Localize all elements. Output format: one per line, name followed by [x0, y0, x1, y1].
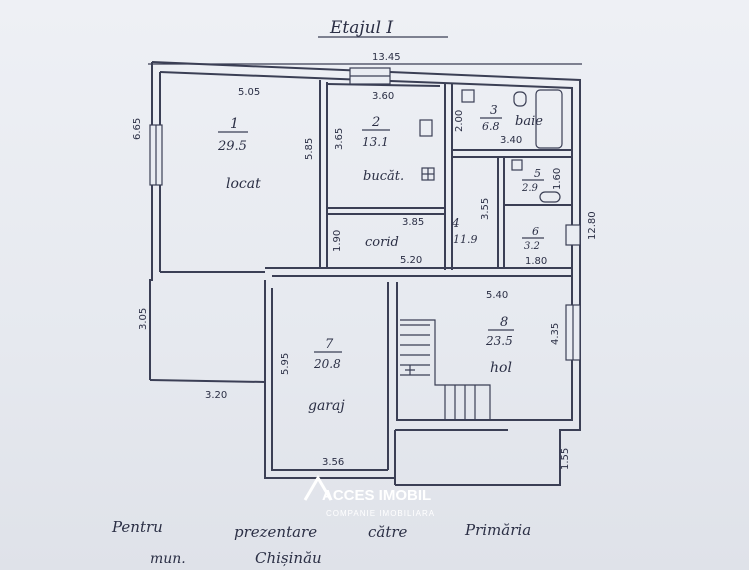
logo-mark-icon	[303, 475, 333, 501]
room-6-number: 6	[532, 225, 539, 238]
acces-imobil-logo: ACCES IMOBIL COMPANIE IMOBILIARA	[303, 475, 435, 518]
footer-word-3: către	[368, 523, 408, 541]
windows	[149, 67, 581, 361]
room-4-number: 4	[451, 216, 460, 230]
room-4-name: corid	[365, 235, 399, 250]
dim-hol-side: 4.35	[550, 323, 561, 345]
room-1-area: 29.5	[217, 139, 247, 154]
footer-word-6: Chișinău	[255, 549, 322, 567]
room-8-hall: 8 23.5 hol	[485, 315, 514, 376]
room-2-name: bucăt.	[363, 169, 404, 184]
dim-corridor-right: 3.55	[480, 198, 491, 220]
dim-overall-width: 13.45	[372, 52, 401, 63]
room-8-area: 23.5	[485, 334, 513, 348]
dim-overall-height: 12.80	[587, 211, 598, 240]
dim-hol-top: 5.40	[486, 290, 508, 301]
footer-word-5: mun.	[150, 551, 186, 567]
room-5-number: 5	[534, 167, 541, 180]
room-2-area: 13.1	[362, 135, 389, 149]
room-2-number: 2	[371, 115, 380, 130]
room-2-kitchen: 2 13.1 bucăt.	[362, 115, 435, 184]
room-1-name: locat	[226, 176, 261, 192]
dim-garaj-side: 5.95	[280, 353, 291, 375]
logo-tagline: COMPANIE IMOBILIARA	[326, 509, 435, 518]
dim-left-lower: 3.05	[138, 308, 149, 330]
footer-note: Pentru prezentare către Primăria mun. Ch…	[111, 518, 531, 567]
footer-word-4: Primăria	[464, 521, 531, 539]
dim-room5-side: 1.60	[552, 168, 563, 190]
dim-bath-side: 2.00	[454, 110, 465, 132]
plan-title: Etajul I	[329, 18, 393, 38]
dim-room1-top: 5.05	[238, 87, 260, 98]
room-4-corridor: 4 11.9 corid	[365, 216, 478, 250]
footer-word-1: Pentru	[111, 518, 163, 536]
dim-corridor-side: 1.90	[332, 230, 343, 252]
dim-bottom-right: 1.55	[560, 448, 571, 470]
inner-walls	[265, 80, 572, 277]
dim-annex-bottom: 3.20	[205, 390, 227, 401]
room-8-name: hol	[490, 360, 512, 376]
dim-bath-bottom: 3.40	[500, 135, 522, 146]
logo-name: ACCES IMOBIL	[322, 487, 431, 504]
room-6-storage: 6 3.2	[522, 225, 544, 252]
footer-word-2: prezentare	[234, 523, 317, 541]
room-7-number: 7	[325, 337, 334, 352]
room-7-name: garaj	[308, 398, 345, 414]
dim-room2-side: 3.65	[334, 128, 345, 150]
room-3-area: 6.8	[482, 120, 500, 133]
room-5-area: 2.9	[521, 183, 539, 194]
room-3-bathroom: 3 6.8 baie	[461, 89, 563, 149]
dim-corridor-top: 3.85	[402, 217, 424, 228]
room-3-name: baie	[515, 114, 543, 129]
dim-left-top: 6.65	[132, 118, 143, 140]
dim-corridor-bottom: 5.20	[400, 255, 422, 266]
room-1-number: 1	[230, 116, 239, 132]
room-6-area: 3.2	[524, 241, 540, 252]
room-4-area: 11.9	[453, 233, 478, 246]
dim-room1-side: 5.85	[304, 138, 315, 160]
room-7-garage: 7 20.8 garaj	[308, 337, 345, 414]
room-3-number: 3	[490, 103, 498, 117]
room-7-area: 20.8	[313, 357, 341, 371]
room-5-wc: 5 2.9	[511, 159, 561, 203]
dim-garaj-bottom: 3.56	[322, 457, 344, 468]
room-8-number: 8	[500, 315, 508, 330]
dim-room2-top: 3.60	[372, 91, 394, 102]
dim-room6-bottom: 1.80	[525, 256, 547, 267]
staircase	[400, 319, 491, 420]
room-1-living: 1 29.5 locat	[217, 116, 261, 192]
